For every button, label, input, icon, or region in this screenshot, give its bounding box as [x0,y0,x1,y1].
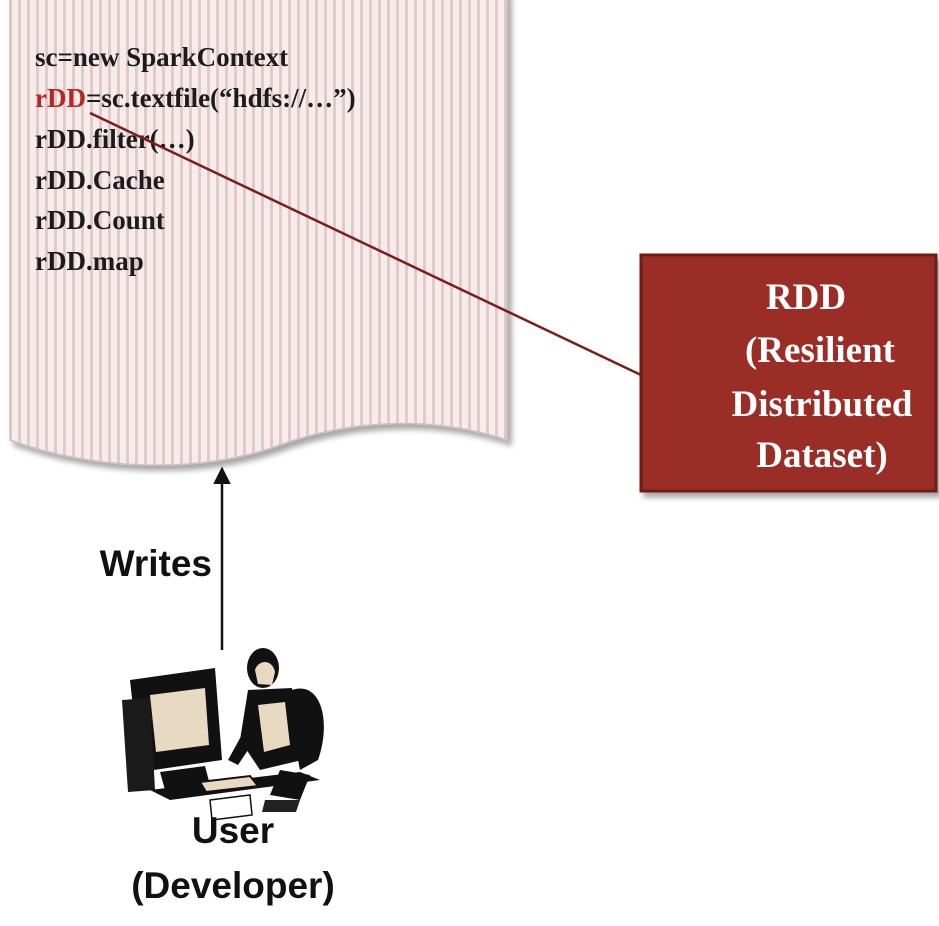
rdd-connector-line [89,111,642,377]
rdd-box-line-2: (Resilient [745,330,896,371]
computer-user-icon [122,648,324,821]
code-line-1: sc=new SparkContext [35,42,288,72]
rdd-box-line-3: Distributed [732,384,913,425]
code-line-5: rDD.Count [35,205,165,235]
document-icon [9,0,508,466]
code-line-4: rDD.Cache [35,165,165,195]
code-line-2: rDD=sc.textfile(“hdfs://…”) [35,83,356,113]
user-label: User [192,810,274,851]
user-role-label: (Developer) [131,865,335,906]
code-line-6: rDD.map [35,246,144,276]
rdd-box-line-4: Dataset) [756,435,888,476]
writes-label: Writes [100,543,212,584]
code-line-3: rDD.filter(…) [35,124,195,154]
rdd-box-line-1: RDD [766,277,846,318]
rdd-box: RDD (Resilient Distributed Dataset) [639,253,938,493]
code-block: sc=new SparkContext rDD=sc.textfile(“hdf… [35,42,356,276]
